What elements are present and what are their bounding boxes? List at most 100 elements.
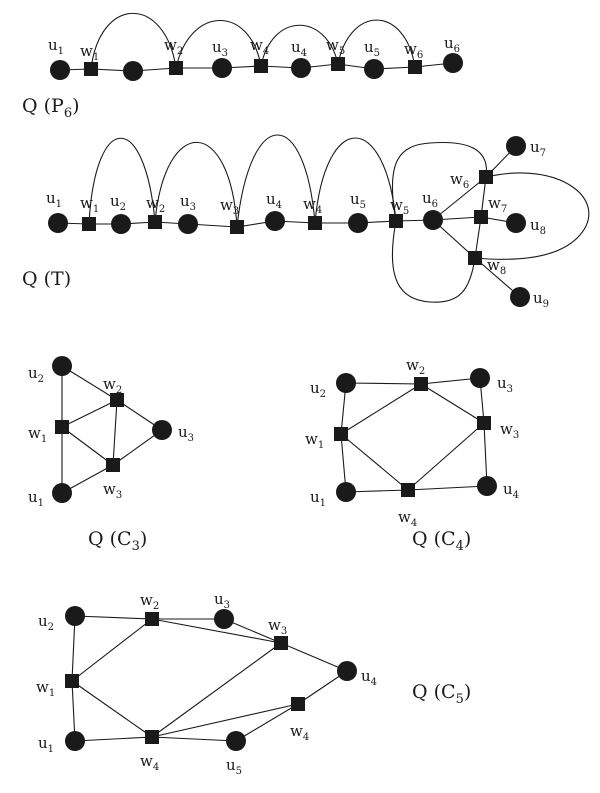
label-c5-u5: u5 [226,756,242,777]
node-c5-w2 [145,612,159,626]
node-t-w2 [148,215,162,229]
node-p6-u5 [364,59,384,79]
edge-c5-u2-w2 [74,615,153,620]
edge-c3-w1-w2 [61,399,118,428]
node-t-w4 [308,216,322,230]
edge-c3-u2-w2 [61,365,118,401]
label-t-u6: u6 [422,189,438,210]
label-c5-w3: w3 [268,616,287,637]
node-c4-w1 [334,427,348,441]
label-t-u1: u1 [46,189,62,210]
label-c5-u2: u2 [38,612,54,633]
label-p6-u3: u3 [212,38,228,59]
label-t-w1: w1 [80,194,99,215]
node-t-u2 [111,214,131,234]
node-t-u3 [178,214,198,234]
label-t-u9: u9 [533,289,549,310]
label-c5-w1: w1 [36,678,55,699]
label-t-u7: u7 [530,138,546,159]
node-p6-w4 [254,59,268,73]
edge-c3-w2-w3 [112,399,118,466]
caption-p6: Q (P6) [22,95,80,121]
caption-c4: Q (C4) [412,528,471,554]
edge-c4-w2-w3 [420,383,485,424]
label-p6-u5: u5 [364,38,380,59]
edge-c5-w2-w3 [151,618,282,644]
label-c5-u4: u4 [361,667,377,688]
arc-t-5 [391,141,488,222]
node-c4-u2 [336,373,356,393]
edge-c3-w1-w3 [61,426,114,466]
node-p6-w5 [331,57,345,71]
label-c5-u3: u3 [214,590,230,611]
label-t-u3: u3 [180,192,196,213]
node-p6-u1 [50,60,70,80]
label-p6-u4: u4 [291,38,307,59]
edge-c5-w4b-w4 [151,703,299,738]
node-c4-w2 [414,377,428,391]
node-c4-w4 [401,483,415,497]
label-t-w4: w4 [303,195,322,216]
arc-t-1 [88,137,156,225]
label-c4-u3: u3 [497,374,513,395]
label-t-w3: w3 [220,196,239,217]
label-c3-w2: w2 [103,375,122,396]
arc-t-2 [154,141,238,228]
edge-c5-w1-u1 [71,680,76,742]
node-p6-u4 [291,58,311,78]
edge-c5-w1-w4b [71,680,153,738]
label-t-w5: w5 [390,196,409,217]
label-c4-w1: w1 [305,430,324,451]
node-c4-w3 [477,416,491,430]
node-c5-u2 [65,606,85,626]
label-t-w2: w2 [146,194,165,215]
node-c5-u3 [214,609,234,629]
node-t-u8 [506,213,526,233]
node-t-w7 [474,210,488,224]
node-p6-w6 [408,60,422,74]
label-p6-w2: w2 [164,36,183,57]
node-c5-w4 [291,697,305,711]
label-c5-w4: w4 [290,722,309,743]
node-c5-w3 [274,636,288,650]
node-c3-w3 [106,458,120,472]
label-c3-u1: u1 [28,488,44,509]
node-c5-u4 [337,661,357,681]
node-t-w6 [479,170,493,184]
label-c3-u2: u2 [28,364,44,385]
node-p6-u6 [443,53,463,73]
label-c5-u1: u1 [38,734,54,755]
caption-t: Q (T) [22,268,71,290]
label-c4-w4: w4 [398,508,417,529]
edge-c5-u1-w4b [74,736,153,742]
node-p6-w1 [84,62,98,76]
label-c5-w2: w2 [140,591,159,612]
node-t-u4 [265,211,285,231]
node-c4-u4 [477,476,497,496]
edge-c4-w3-u4 [483,422,488,487]
node-c3-u3 [152,420,172,440]
arc-t-3 [236,134,316,228]
node-t-w1 [82,217,96,231]
caption-c5: Q (C5) [412,681,471,707]
node-c5-w1 [65,674,79,688]
edge-c3-w3-u3 [112,429,163,466]
label-p6-w1: w1 [80,42,99,63]
label-t-u4: u4 [266,190,282,211]
node-t-w5 [389,214,403,228]
label-c3-w3: w3 [103,480,122,501]
arc-t-6 [391,220,476,303]
caption-c3: Q (C3) [88,528,147,554]
label-c4-w3: w3 [500,420,519,441]
node-c3-w2 [110,393,124,407]
edge-c5-w4b-w3 [151,642,282,738]
node-t-u1 [48,213,68,233]
label-c4-u1: u1 [310,488,326,509]
captions-layer: Q (P6) Q (T) Q (C3) Q (C4) Q (C5) [22,95,471,707]
arc-p6-4 [337,19,416,68]
node-t-u6 [423,210,443,230]
nodes-layer [48,53,530,751]
edge-c4-u2-w2 [345,382,422,385]
edge-c5-u5-w4 [235,703,299,742]
